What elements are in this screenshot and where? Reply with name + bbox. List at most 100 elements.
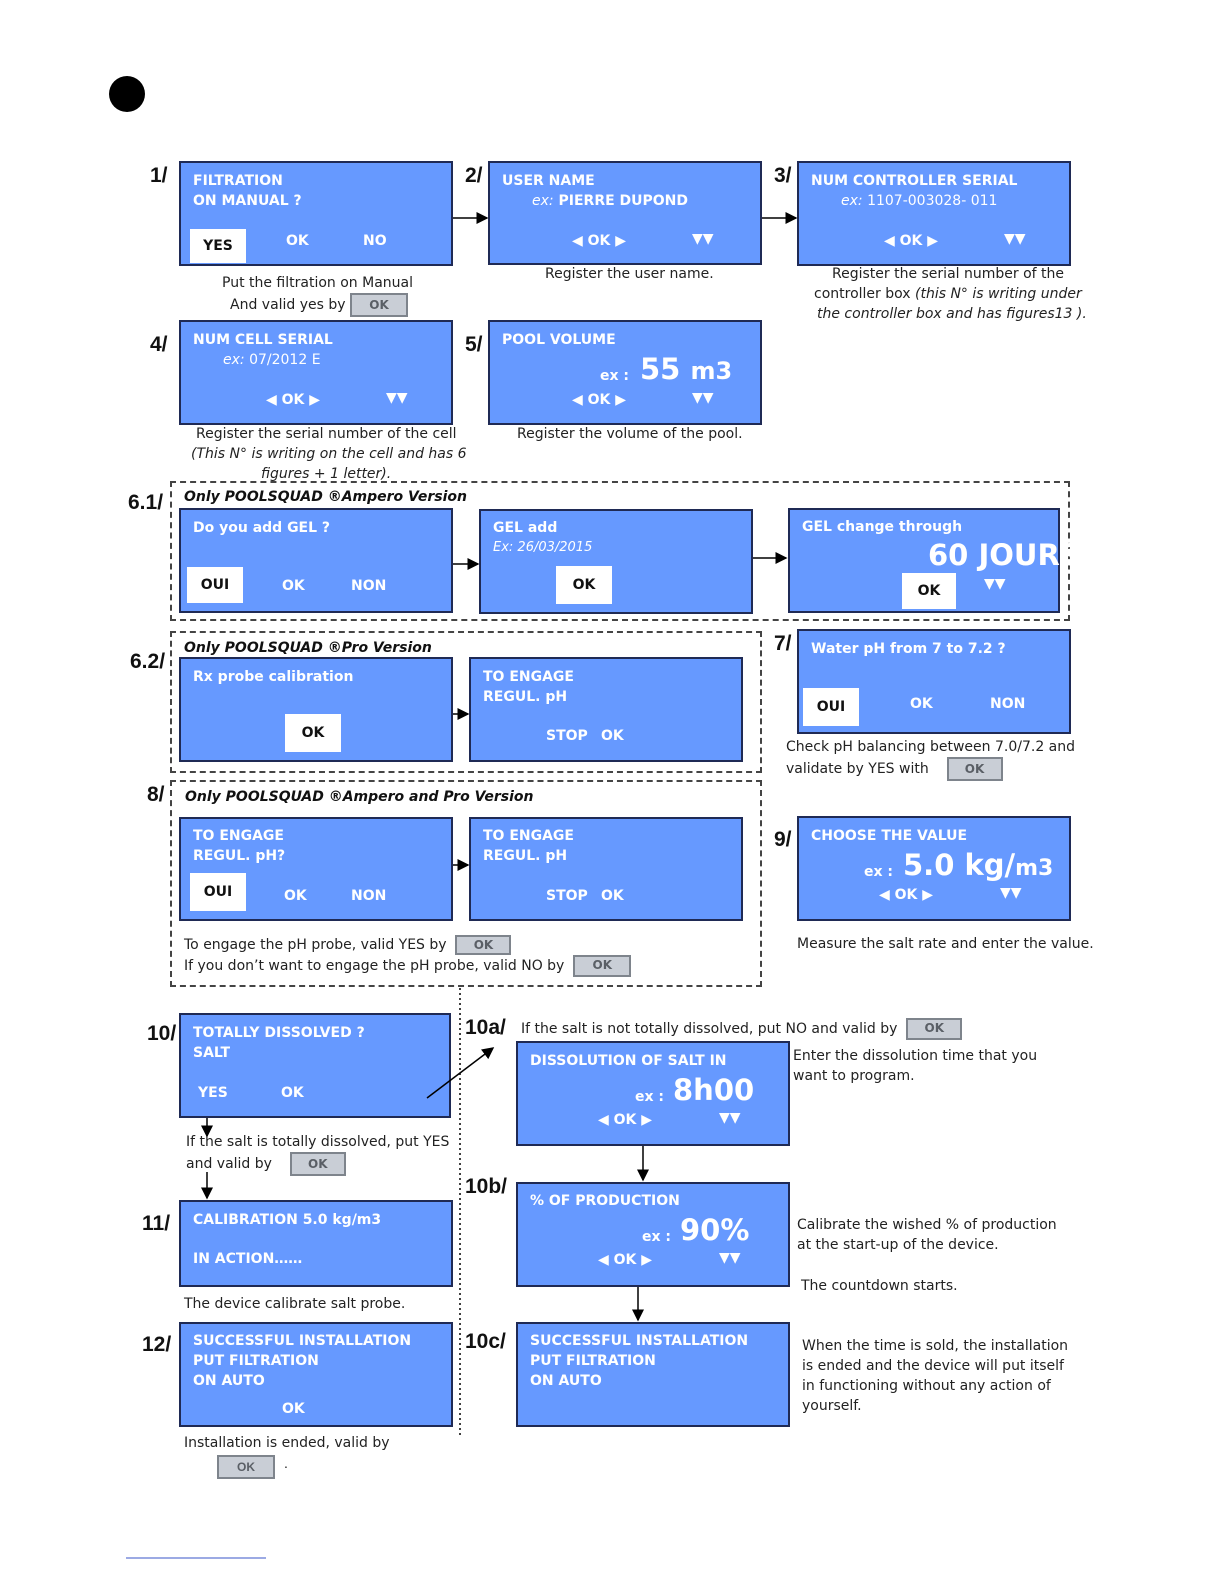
step-6-1-c-down-arrows-icon[interactable]: ▼▼ (984, 576, 1006, 592)
ok-key-icon: OK (946, 757, 1003, 781)
step-11-line2: IN ACTION…… (193, 1251, 303, 1267)
step-4-line1: NUM CELL SERIAL (193, 332, 333, 348)
step-2-screen: USER NAME ex: PIERRE DUPOND ◀ OK ▶ ▼▼ (488, 161, 762, 265)
step-6-2-number: 6.2/ (130, 650, 166, 673)
step-10c-caption-3: in functioning without any action of (802, 1378, 1051, 1394)
step-8-ok-button[interactable]: OK (284, 888, 307, 904)
step-8-caption-1: To engage the pH probe, valid YES by OK (184, 935, 512, 955)
step-12-screen: SUCCESSFUL INSTALLATION PUT FILTRATION O… (179, 1322, 453, 1427)
step-6-1-section-title: Only POOLSQUAD ®Ampero Version (184, 489, 467, 505)
step-8-b-stop-button[interactable]: STOP (546, 888, 588, 904)
step-1-caption-2: And valid yes by OK (230, 293, 409, 317)
step-11-caption: The device calibrate salt probe. (184, 1296, 406, 1312)
step-6-1-a-line1: Do you add GEL ? (193, 520, 331, 536)
step-4-screen: NUM CELL SERIAL ex: 07/2012 E ◀ OK ▶ ▼▼ (179, 320, 453, 425)
step-7-oui-button[interactable]: OUI (803, 688, 859, 726)
step-9-ok-nav[interactable]: ◀ OK ▶ (879, 887, 934, 903)
ok-key-icon: OK (906, 1018, 963, 1040)
step-8-number: 8/ (147, 783, 165, 806)
step-7-ok-button[interactable]: OK (910, 696, 933, 712)
step-6-2-screen-b: TO ENGAGE REGUL. pH STOP OK (469, 657, 743, 762)
step-6-1-c-value: 60 JOURS (928, 538, 1081, 572)
step-12-period: . (284, 1455, 288, 1471)
step-6-1-non-button[interactable]: NON (351, 578, 387, 594)
step-10b-down-arrows-icon[interactable]: ▼▼ (719, 1250, 741, 1266)
step-3-ok-nav[interactable]: ◀ OK ▶ (884, 233, 939, 249)
ok-key-icon: OK (573, 955, 632, 977)
step-6-2-b-line1: TO ENGAGE (483, 669, 574, 685)
step-10a-ok-nav[interactable]: ◀ OK ▶ (598, 1112, 653, 1128)
step-3-number: 3/ (774, 164, 792, 187)
step-6-2-b-ok-button[interactable]: OK (601, 728, 624, 744)
step-4-caption-3: figures + 1 letter). (261, 464, 391, 484)
step-10a-line1: DISSOLUTION OF SALT IN (530, 1053, 727, 1069)
step-2-line1: USER NAME (502, 173, 595, 189)
step-1-number: 1/ (150, 164, 168, 187)
step-1-no-button[interactable]: NO (363, 233, 387, 249)
step-9-down-arrows-icon[interactable]: ▼▼ (1000, 885, 1022, 901)
step-10b-number: 10b/ (465, 1175, 508, 1198)
step-6-1-c-ok-button[interactable]: OK (902, 573, 956, 609)
step-10a-screen: DISSOLUTION OF SALT IN ex : 8h00 ◀ OK ▶ … (516, 1041, 790, 1146)
section-bullet (109, 76, 145, 112)
step-6-2-b-stop-button[interactable]: STOP (546, 728, 588, 744)
step-1-yes-button[interactable]: YES (190, 229, 246, 263)
step-6-1-number: 6.1/ (128, 491, 164, 514)
step-10-yes-button[interactable]: YES (198, 1085, 228, 1101)
step-3-value: 1107-003028- 011 (867, 193, 998, 209)
step-7-caption-2: validate by YES with OK (786, 757, 1003, 781)
step-1-ok-button[interactable]: OK (286, 233, 309, 249)
step-5-unit: m3 (690, 357, 733, 385)
step-8-screen-a: TO ENGAGE REGUL. pH? OUI OK NON (179, 817, 453, 921)
step-2-example: ex: PIERRE DUPOND (532, 193, 688, 209)
step-3-caption-2a: controller box (814, 286, 911, 302)
step-10b-ok-nav[interactable]: ◀ OK ▶ (598, 1252, 653, 1268)
step-7-non-button[interactable]: NON (990, 696, 1026, 712)
step-10a-down-arrows-icon[interactable]: ▼▼ (719, 1110, 741, 1126)
step-2-ok-nav[interactable]: ◀ OK ▶ (572, 233, 627, 249)
step-5-down-arrows-icon[interactable]: ▼▼ (692, 390, 714, 406)
step-3-example: ex: 1107-003028- 011 (841, 193, 997, 209)
step-10c-line1: SUCCESSFUL INSTALLATION (530, 1333, 749, 1349)
step-6-2-screen-a: Rx probe calibration OK (179, 657, 453, 762)
step-12-line2: PUT FILTRATION (193, 1353, 319, 1369)
step-6-1-c-line1: GEL change through (802, 519, 963, 535)
step-7-caption-2-text: validate by YES with (786, 761, 929, 777)
step-3-screen: NUM CONTROLLER SERIAL ex: 1107-003028- 0… (797, 161, 1071, 266)
step-5-line1: POOL VOLUME (502, 332, 616, 348)
step-1-caption-1: Put the filtration on Manual (222, 275, 413, 291)
step-10b-caption-2: at the start-up of the device. (797, 1237, 999, 1253)
step-1-line1: FILTRATION (193, 173, 283, 189)
step-10c-caption-1: When the time is sold, the installation (802, 1338, 1069, 1354)
step-9-caption: Measure the salt rate and enter the valu… (797, 936, 1094, 952)
step-4-down-arrows-icon[interactable]: ▼▼ (386, 390, 408, 406)
step-6-1-b-line1: GEL add (493, 520, 558, 536)
step-9-value: 5.0 kg/m3 (903, 848, 1053, 882)
step-9-screen: CHOOSE THE VALUE ex : 5.0 kg/m3 ◀ OK ▶ ▼… (797, 816, 1071, 921)
step-10b-ex-label: ex : (642, 1229, 671, 1245)
step-8-b-line1: TO ENGAGE (483, 828, 574, 844)
step-8-section-title: Only POOLSQUAD ®Ampero and Pro Version (185, 789, 534, 805)
step-7-number: 7/ (774, 632, 792, 655)
step-6-1-ok-button[interactable]: OK (282, 578, 305, 594)
step-6-1-screen-b: GEL add Ex: 26/03/2015 OK (479, 509, 753, 614)
step-11-screen: CALIBRATION 5.0 kg/m3 IN ACTION…… (179, 1200, 453, 1287)
step-8-oui-button[interactable]: OUI (190, 873, 246, 911)
step-2-number: 2/ (465, 164, 483, 187)
step-2-down-arrows-icon[interactable]: ▼▼ (692, 231, 714, 247)
step-3-down-arrows-icon[interactable]: ▼▼ (1004, 231, 1026, 247)
step-5-ok-nav[interactable]: ◀ OK ▶ (572, 392, 627, 408)
step-2-value: PIERRE DUPOND (558, 193, 689, 209)
step-5-value: 55 m3 (640, 352, 732, 386)
step-8-b-ok-button[interactable]: OK (601, 888, 624, 904)
step-6-1-oui-button[interactable]: OUI (187, 567, 243, 603)
step-12-ok-button[interactable]: OK (282, 1401, 305, 1417)
step-9-number: 9/ (774, 828, 792, 851)
step-4-ok-nav[interactable]: ◀ OK ▶ (266, 392, 321, 408)
step-6-2-a-ok-button[interactable]: OK (285, 714, 341, 752)
step-1-line2: ON MANUAL ? (193, 193, 302, 209)
step-10-ok-button[interactable]: OK (281, 1085, 304, 1101)
step-8-b-line2: REGUL. pH (483, 848, 568, 864)
step-8-non-button[interactable]: NON (351, 888, 387, 904)
step-6-1-b-ok-button[interactable]: OK (556, 566, 612, 604)
